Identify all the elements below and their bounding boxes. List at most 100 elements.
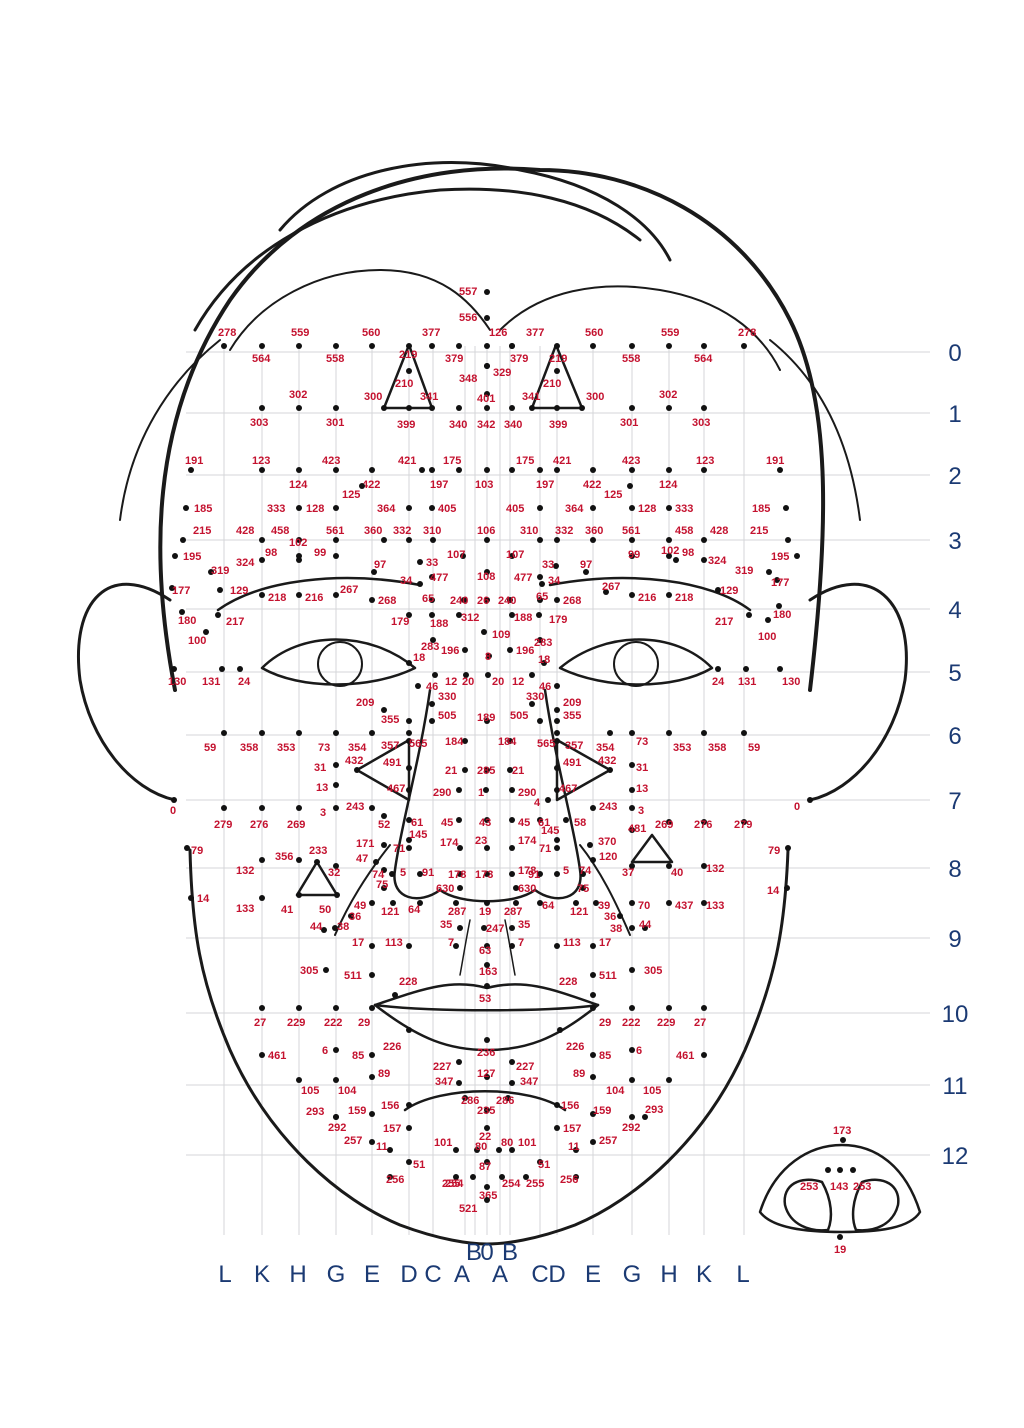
acupoint-dot [617,913,623,919]
acupoint-label: 177 [771,577,789,589]
acupoint-label: 229 [287,1017,305,1029]
acupoint-dot [369,805,375,811]
acupoint-dot [188,467,194,473]
acupoint-dot [237,666,243,672]
column-label: K [254,1261,270,1288]
acupoint-dot [554,943,560,949]
acupoint-dot [666,592,672,598]
acupoint-label: 324 [708,555,727,567]
acupoint-label: 108 [477,571,495,583]
acupoint-label: 41 [281,904,293,916]
acupoint-label: 37 [622,867,634,879]
acupoint-label: 63 [479,945,491,957]
acupoint-dot [554,718,560,724]
acupoint-dot [579,405,585,411]
acupoint-label: 101 [434,1137,452,1149]
acupoint-label: 4 [534,797,541,809]
acupoint-label: 105 [643,1085,661,1097]
acupoint-dot [607,767,613,773]
acupoint-label: 29 [358,1017,370,1029]
acupoint-label: 29 [599,1017,611,1029]
acupoint-label: 102 [661,545,679,557]
acupoint-dot [825,1167,831,1173]
acupoint-label: 179 [549,614,567,626]
acupoint-label: 14 [767,885,780,897]
acupoint-dot [259,805,265,811]
acupoint-dot [484,537,490,543]
acupoint-label: 561 [326,525,344,537]
acupoint-label: 127 [477,1068,495,1080]
acupoint-label: 132 [706,863,724,875]
acupoint-dot [481,629,487,635]
acupoint-dot [765,617,771,623]
acupoint-dot [415,683,421,689]
acupoint-label: 356 [275,851,293,863]
acupoint-label: 71 [393,843,405,855]
acupoint-label: 100 [188,635,206,647]
acupoint-label: 218 [675,592,693,604]
acupoint-label: 35 [440,919,452,931]
acupoint-label: 123 [252,455,270,467]
acupoint-dot [429,343,435,349]
acupoint-label: 180 [178,615,196,627]
acupoint-label: 255 [526,1178,544,1190]
acupoint-dot [554,683,560,689]
acupoint-label: 354 [348,742,367,754]
acupoint-label: 370 [598,836,616,848]
acupoint-label: 21 [512,765,524,777]
acupoint-dot [701,1005,707,1011]
acupoint-label: 293 [306,1106,324,1118]
acupoint-dot [607,730,613,736]
acupoint-dot [333,782,339,788]
acupoint-label: 129 [230,585,248,597]
acupoint-label: 305 [644,965,662,977]
acupoint-label: 173 [833,1125,851,1137]
acupoint-dot [462,647,468,653]
acupoint-label: 303 [692,417,710,429]
column-label: C [424,1261,441,1288]
acupoint-label: 269 [655,819,673,831]
acupoint-dot [629,537,635,543]
acupoint-dot [333,762,339,768]
acupoint-label: 423 [322,455,340,467]
acupoint-dot [456,1080,462,1086]
acupoint-dot [666,343,672,349]
acupoint-label: 557 [459,286,477,298]
acupoint-label: 26 [477,595,489,607]
acupoint-label: 40 [671,867,683,879]
acupoint-dot [666,537,672,543]
acupoint-dot [171,797,177,803]
acupoint-dot [554,730,560,736]
acupoint-dot [701,1052,707,1058]
column-label: A [492,1261,508,1288]
acupoint-label: 253 [853,1181,871,1193]
acupoint-dot [701,557,707,563]
acupoint-dot [323,967,329,973]
acupoint-label: 303 [250,417,268,429]
acupoint-dot [590,505,596,511]
acupoint-label: 287 [504,906,522,918]
acupoint-label: 189 [477,712,495,724]
row-label: 8 [948,856,961,883]
acupoint-dot [485,672,491,678]
acupoint-dot [785,537,791,543]
acupoint-dot [430,537,436,543]
acupoint-label: 175 [516,455,534,467]
acupoint-label: 12 [512,676,524,688]
acupoint-dot [554,707,560,713]
acupoint-dot [259,343,265,349]
acupoint-dot [333,405,339,411]
acupoint-label: 64 [408,904,421,916]
acupoint-label: 3 [638,805,644,817]
acupoint-dot [369,972,375,978]
acupoint-label: 358 [708,742,726,754]
acupoint-label: 34 [400,575,413,587]
acupoint-dot [850,1167,856,1173]
row-label: 6 [948,723,961,750]
acupoint-label: 319 [735,565,753,577]
acupoint-label: 31 [314,762,326,774]
acupoint-dot [777,666,783,672]
acupoint-dot [666,900,672,906]
acupoint-dot [509,925,515,931]
